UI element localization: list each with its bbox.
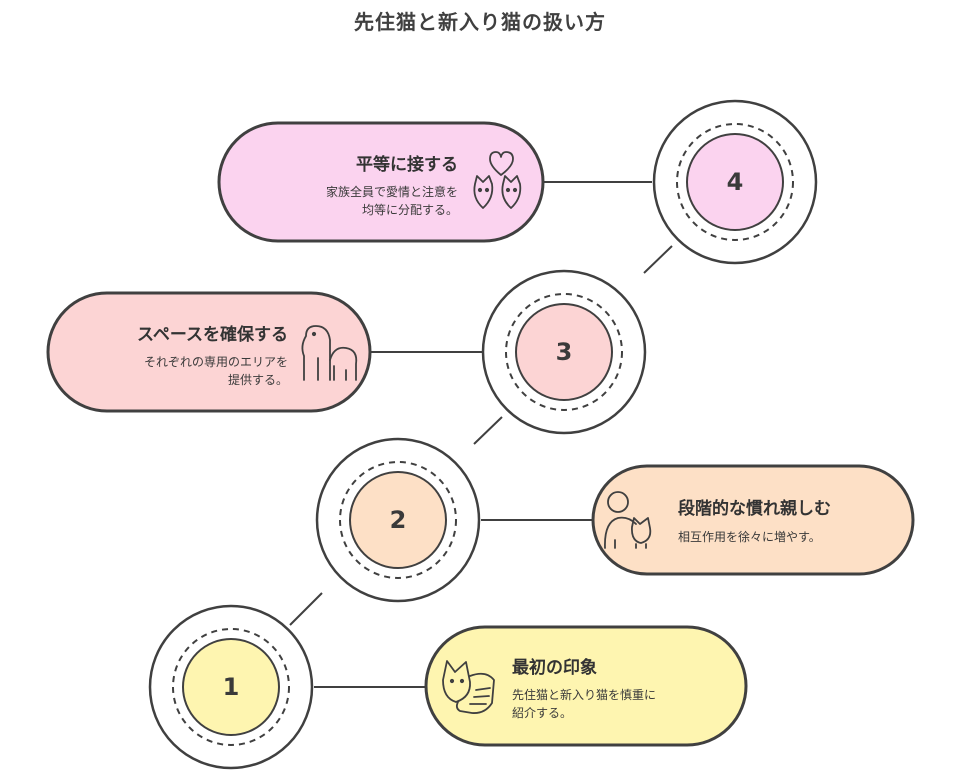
step-4-number: 4 xyxy=(726,168,744,196)
step-2-dashed-ring xyxy=(339,461,457,579)
step-4 xyxy=(217,99,818,265)
step-4-title: 平等に接する xyxy=(356,155,458,175)
step-1 xyxy=(148,604,748,770)
step-3-title: スペースを確保する xyxy=(137,325,288,345)
step-2-title: 段階的な慣れ親しむ xyxy=(678,499,831,519)
connector-1-2 xyxy=(289,592,323,626)
step-3-number: 3 xyxy=(555,338,573,366)
step-1-description-line-2: 紹介する。 xyxy=(512,706,573,720)
hand-petting-cat-icon xyxy=(442,660,495,714)
two-pets-icon xyxy=(301,325,358,381)
step-1-number-disc xyxy=(182,638,280,736)
step-1-number: 1 xyxy=(222,673,240,701)
step-3-description-line-1: それぞれの専用のエリアを xyxy=(143,355,288,369)
two-cats-with-heart-icon xyxy=(473,151,522,209)
step-4-description-line-1: 家族全員で愛情と注意を xyxy=(325,185,458,199)
step-2 xyxy=(315,437,915,603)
step-1-card xyxy=(424,625,748,747)
step-3-card xyxy=(46,291,372,413)
step-3-dashed-ring xyxy=(505,293,623,411)
step-1-description-line-1: 先住猫と新入り猫を慎重に xyxy=(512,688,657,702)
step-2-description-line-1: 相互作用を徐々に増やす。 xyxy=(678,530,821,544)
step-4-number-disc xyxy=(686,133,784,231)
step-2-number: 2 xyxy=(389,506,407,534)
step-3-number-disc xyxy=(515,303,613,401)
step-2-card xyxy=(591,464,915,576)
step-3-description-line-2: 提供する。 xyxy=(227,373,288,387)
connector-2-3 xyxy=(473,416,503,445)
step-4-dashed-ring xyxy=(676,123,794,241)
step-4-description-line-2: 均等に分配する。 xyxy=(361,203,458,217)
step-3 xyxy=(46,269,647,435)
step-4-card xyxy=(217,121,545,243)
step-1-dashed-ring xyxy=(172,628,290,746)
page-title: 先住猫と新入り猫の扱い方 xyxy=(354,10,606,34)
connector-3-4 xyxy=(643,245,673,274)
person-with-cat-icon xyxy=(604,491,652,549)
step-2-number-disc xyxy=(349,471,447,569)
step-1-title: 最初の印象 xyxy=(512,658,597,678)
